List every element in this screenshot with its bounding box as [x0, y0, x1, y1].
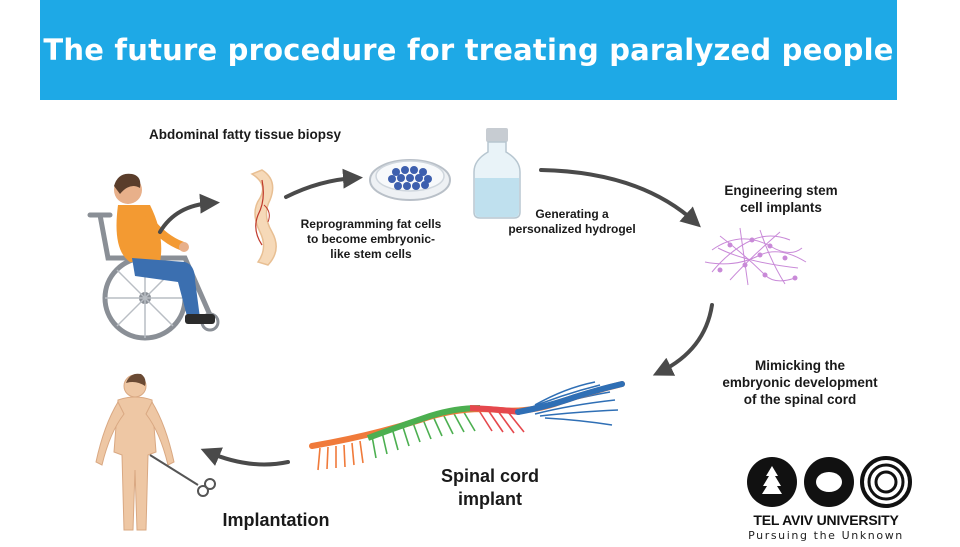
spinal-cord-implant-icon	[309, 381, 625, 471]
hydrogel-bottle-icon	[473, 128, 521, 219]
page-title: The future procedure for treating paraly…	[43, 33, 894, 67]
petri-dish-icon	[369, 159, 451, 201]
stem-cell-network-icon	[704, 227, 807, 286]
label-hydrogel: Generating a personalized hydrogel	[508, 207, 636, 236]
label-mimicking: Mimicking the embryonic development of t…	[722, 358, 878, 407]
label-implantation: Implantation	[222, 510, 330, 530]
university-name: TEL AVIV UNIVERSITY	[753, 512, 899, 528]
label-reprogramming: Reprogramming fat cells to become embryo…	[300, 217, 442, 261]
university-logo-icon	[747, 456, 912, 508]
label-biopsy: Abdominal fatty tissue biopsy	[148, 127, 342, 142]
flow-arrows	[158, 168, 714, 467]
standing-patient-icon	[95, 373, 175, 531]
university-slogan: Pursuing the Unknown	[748, 529, 904, 542]
fat-tissue-icon	[250, 169, 277, 266]
wheelchair-patient-icon	[87, 173, 220, 341]
label-engineering: Engineering stem cell implants	[724, 183, 838, 215]
label-spinal-cord-implant: Spinal cord implant	[440, 466, 539, 509]
surgical-tool-icon	[149, 454, 216, 497]
title-banner: The future procedure for treating paraly…	[40, 0, 897, 100]
